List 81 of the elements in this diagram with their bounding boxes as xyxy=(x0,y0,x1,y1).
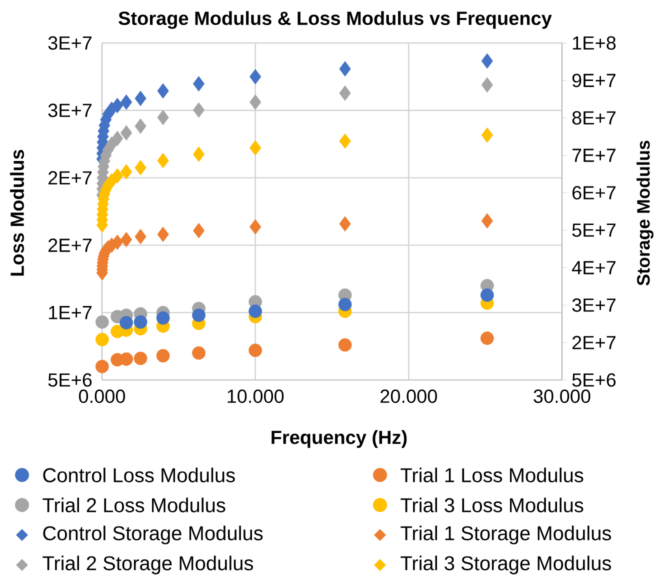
point xyxy=(192,222,205,238)
point xyxy=(339,133,351,149)
point xyxy=(134,315,148,329)
y-tick-label: 5E+6 xyxy=(48,373,92,387)
point xyxy=(250,219,262,235)
y-tick-label: 3E+7 xyxy=(48,104,92,118)
point xyxy=(156,311,170,325)
legend-label: Trial 1 Storage Modulus xyxy=(400,526,611,544)
point xyxy=(157,152,169,168)
point xyxy=(134,90,146,106)
point xyxy=(112,234,124,250)
x-tick-label: 0.000 xyxy=(78,390,126,403)
point xyxy=(250,140,262,156)
legend-label: Trial 3 Storage Modulus xyxy=(400,556,611,574)
y2-tick-label: 2E+7 xyxy=(572,336,616,350)
y-tick-label: 2E+7 xyxy=(48,238,92,252)
point xyxy=(481,213,493,229)
x-tick-label: 30.000 xyxy=(534,390,590,403)
legend-label: Trial 2 Storage Modulus xyxy=(42,556,253,574)
point xyxy=(338,338,352,352)
point xyxy=(120,164,132,180)
y2-tick-label: 3E+7 xyxy=(572,298,616,312)
point xyxy=(120,352,134,366)
point xyxy=(192,308,206,322)
point xyxy=(192,76,205,92)
legend-label: Trial 3 Loss Modulus xyxy=(400,498,584,512)
point xyxy=(134,352,148,366)
point xyxy=(95,315,109,329)
point xyxy=(339,85,351,101)
point xyxy=(157,83,169,99)
point xyxy=(192,102,205,118)
axis-title: Storage Modulus xyxy=(636,140,654,286)
y2-tick-label: 6E+7 xyxy=(572,186,616,200)
point xyxy=(339,61,351,77)
legend-label: Trial 1 Loss Modulus xyxy=(400,468,584,482)
point xyxy=(120,232,132,248)
point xyxy=(248,304,262,318)
point xyxy=(120,125,132,141)
point xyxy=(157,226,169,242)
point xyxy=(250,94,262,110)
y2-tick-label: 5E+6 xyxy=(572,373,616,387)
axis-title: Loss Modulus xyxy=(10,150,24,276)
y2-tick-label: 9E+7 xyxy=(572,74,616,88)
point xyxy=(192,146,205,162)
y-tick-label: 1E+7 xyxy=(49,306,92,320)
point xyxy=(134,118,146,134)
y-tick-label: 2E+7 xyxy=(48,171,92,184)
y2-tick-label: 7E+7 xyxy=(572,148,616,162)
y2-tick-label: 8E+7 xyxy=(572,111,616,125)
point xyxy=(480,332,494,345)
point xyxy=(338,298,352,312)
x-tick-label: 20.000 xyxy=(380,390,437,403)
axis-title: Frequency (Hz) xyxy=(272,430,407,448)
point xyxy=(156,349,170,362)
point xyxy=(481,77,493,93)
point xyxy=(480,288,494,302)
point xyxy=(120,94,132,110)
y-tick-label: 3E+7 xyxy=(48,36,92,50)
point xyxy=(134,160,146,176)
point xyxy=(339,216,351,232)
legend-label: Control Storage Modulus xyxy=(43,526,263,544)
y2-tick-label: 1E+8 xyxy=(572,36,616,50)
y2-tick-label: 5E+7 xyxy=(572,224,616,237)
point xyxy=(250,69,262,84)
point xyxy=(192,346,206,360)
point xyxy=(95,332,109,346)
point xyxy=(248,344,262,358)
x-tick-label: 10.000 xyxy=(228,390,284,403)
point xyxy=(134,228,146,244)
y2-tick-label: 4E+7 xyxy=(572,261,616,274)
point xyxy=(120,316,134,330)
point xyxy=(95,360,109,374)
point xyxy=(157,110,169,126)
legend-label: Trial 2 Loss Modulus xyxy=(42,498,226,512)
chart-title: Storage Modulus & Loss Modulus vs Frequency xyxy=(118,11,552,29)
point xyxy=(481,53,493,69)
point xyxy=(481,127,493,143)
point xyxy=(112,98,124,114)
legend-label: Control Loss Modulus xyxy=(43,468,235,482)
point xyxy=(112,130,124,146)
point xyxy=(112,168,124,184)
